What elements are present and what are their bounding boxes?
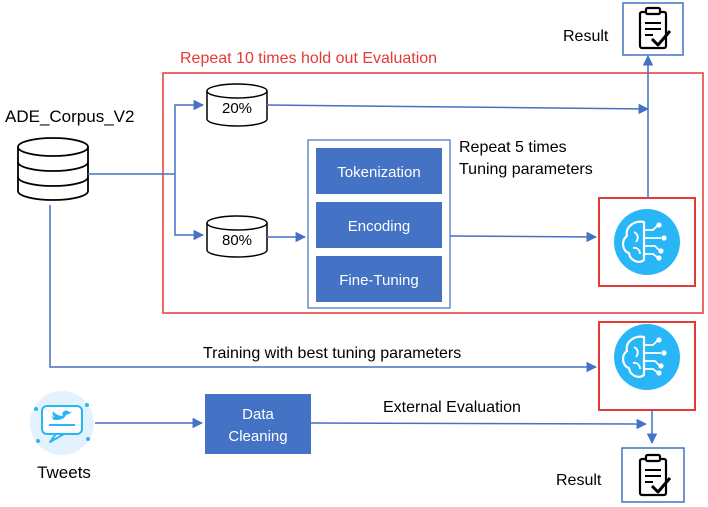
stage-tokenization-label: Tokenization (337, 164, 420, 181)
brain-ai-icon (614, 324, 680, 390)
stage-fine-tuning-label: Fine-Tuning (339, 272, 418, 289)
training-label: Training with best tuning parameters (203, 345, 461, 362)
tuning-model-frame (598, 197, 696, 287)
result-bottom-label: Result (556, 472, 602, 489)
brain-ai-icon (614, 209, 680, 275)
final-model-frame (598, 321, 696, 411)
stage-fine-tuning (316, 256, 442, 302)
stage-tokenization (316, 148, 442, 194)
arrow-stages-to-model (449, 231, 598, 243)
train-split-label: 80% (222, 232, 252, 249)
train-split-cylinder (206, 215, 268, 258)
clipboard-check-icon (638, 453, 672, 497)
external-evaluation-label: External Evaluation (383, 399, 521, 416)
data-cleaning-line1: Data (242, 406, 274, 423)
test-split-label: 20% (222, 100, 252, 117)
arrow-cleaning-to-eval (310, 418, 648, 430)
data-cleaning-line2: Cleaning (228, 428, 287, 445)
stage-encoding-label: Encoding (348, 218, 411, 235)
arrow-to-80 (174, 174, 205, 241)
clipboard-check-icon (638, 6, 672, 50)
tuning-label-line1: Repeat 5 times (459, 139, 567, 156)
holdout-label: Repeat 10 times hold out Evaluation (180, 50, 437, 67)
stage-encoding (316, 202, 442, 248)
arrow-20-to-result (266, 103, 650, 115)
arrow-dataset-to-final-model (49, 205, 598, 373)
result-top-label: Result (563, 28, 609, 45)
tuning-label-line2: Tuning parameters (459, 161, 593, 178)
data-cleaning-box (205, 394, 311, 454)
database-icon (17, 137, 89, 201)
dataset-label: ADE_Corpus_V2 (5, 107, 134, 126)
arrow-to-20 (174, 99, 205, 174)
holdout-frame (162, 72, 704, 314)
test-split-cylinder (206, 83, 268, 127)
tweets-label: Tweets (37, 463, 91, 482)
tweet-bubble-icon (30, 391, 94, 455)
